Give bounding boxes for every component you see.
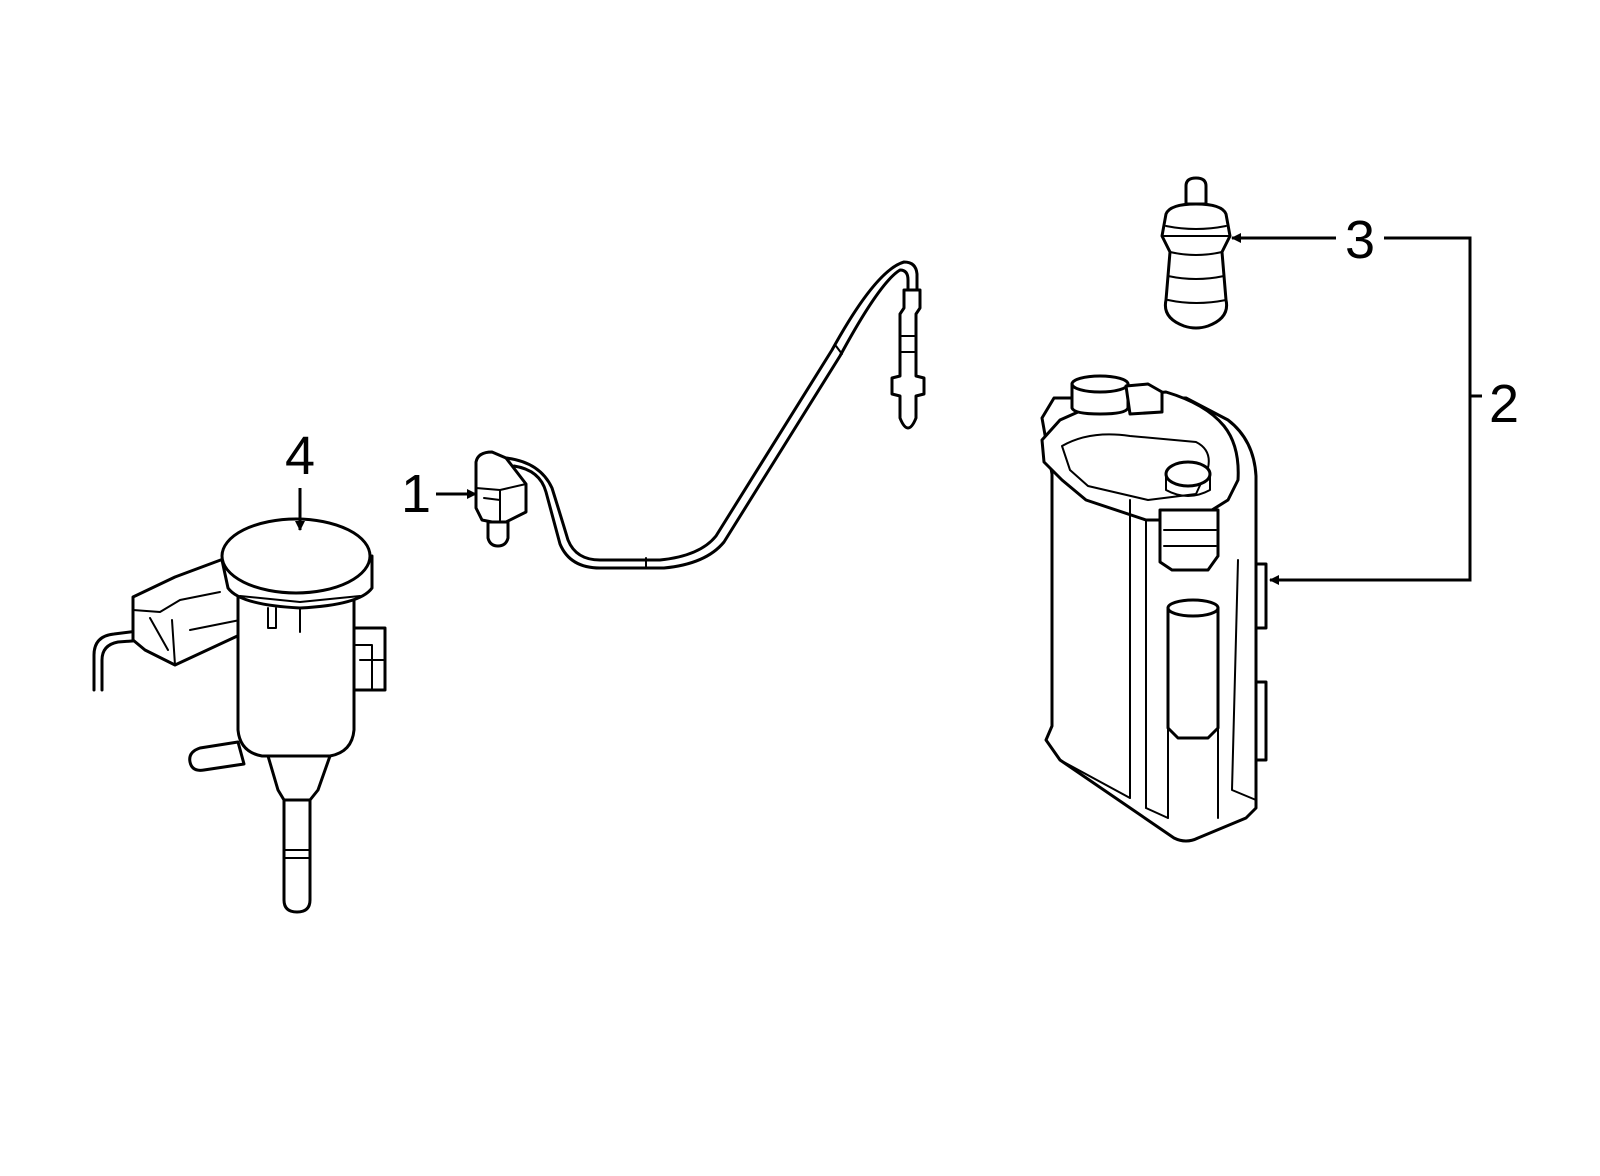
callout-3-bracket [1384, 236, 1472, 396]
callout-2-label: 2 [1489, 374, 1519, 434]
part-2-canister[interactable] [1040, 374, 1268, 843]
callout-2: 2 [1269, 374, 1519, 585]
callout-3: 3 [1231, 210, 1472, 396]
part-3-valve[interactable] [1160, 176, 1232, 330]
callout-2-arrow [1269, 396, 1472, 585]
callout-1-label: 1 [401, 464, 431, 524]
callout-4: 4 [285, 426, 315, 531]
part-1-sensor-harness[interactable] [474, 260, 926, 570]
callout-4-label: 4 [285, 426, 315, 486]
callout-1: 1 [401, 464, 477, 524]
callout-3-label: 3 [1345, 210, 1375, 270]
part-4-filter-assembly[interactable] [92, 517, 387, 914]
